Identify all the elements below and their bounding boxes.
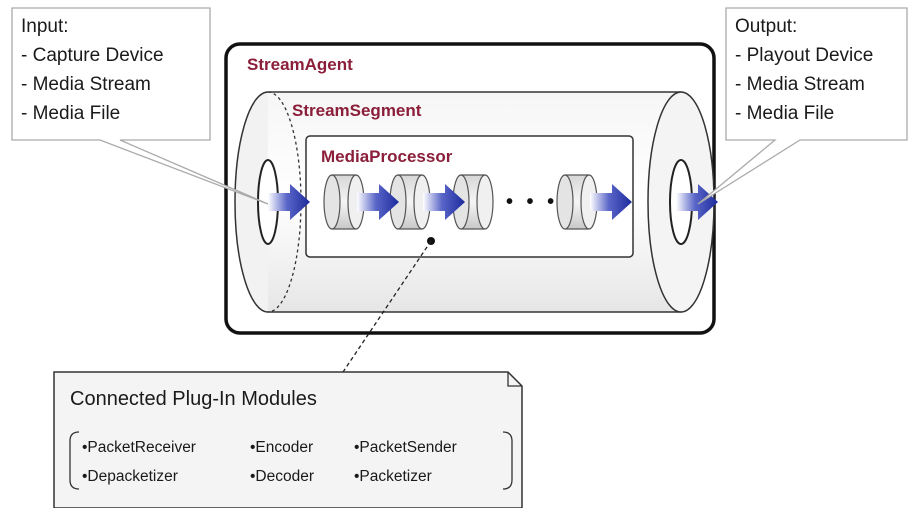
input-item-3: - Media File (21, 103, 120, 124)
output-item-2: - Media Stream (735, 74, 865, 95)
plugin-item-decoder: •Decoder (250, 468, 314, 485)
plugin-item-packetsender: •PacketSender (354, 439, 457, 456)
plugin-module-4 (556, 174, 598, 230)
input-callout-title: Input: (21, 16, 69, 37)
stream-segment-label: StreamSegment (292, 101, 422, 120)
output-callout-box (697, 7, 908, 205)
right-bracket (502, 431, 513, 490)
stream-agent-label: StreamAgent (247, 55, 353, 74)
leader-line (342, 240, 432, 373)
plugin-item-depacketizer: •Depacketizer (82, 468, 178, 485)
input-item-2: - Media Stream (21, 74, 151, 95)
output-item-1: - Playout Device (735, 45, 873, 66)
output-item-3: - Media File (735, 103, 834, 124)
plugin-module-1 (323, 174, 365, 230)
media-processor-label: MediaProcessor (321, 147, 453, 166)
input-callout-box (11, 7, 269, 205)
plugin-item-packetreceiver: •PacketReceiver (82, 439, 196, 456)
plugin-note-title: Connected Plug-In Modules (70, 388, 317, 410)
left-bracket (69, 431, 80, 490)
input-item-1: - Capture Device (21, 45, 164, 66)
plugin-note (53, 371, 523, 509)
plugin-item-packetizer: •Packetizer (354, 468, 432, 485)
plugin-item-encoder: •Encoder (250, 439, 313, 456)
output-callout-title: Output: (735, 16, 797, 37)
module-ellipsis: • • • (506, 191, 558, 213)
